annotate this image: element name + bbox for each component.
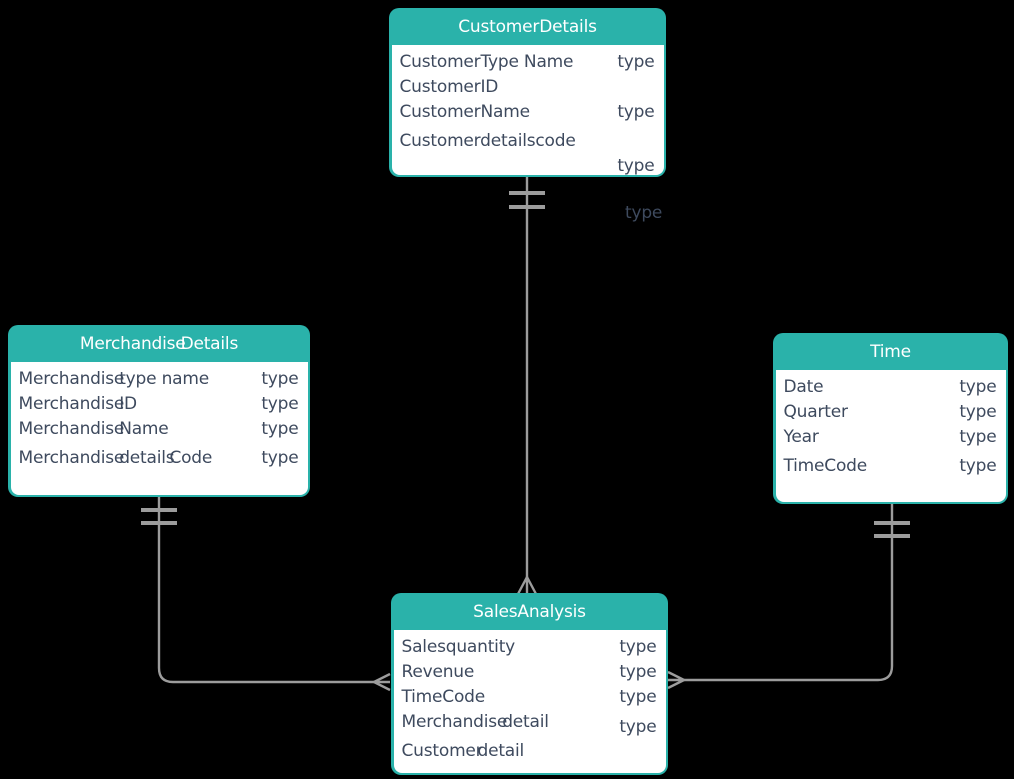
attribute-name: Merchandisedetail (401, 711, 549, 732)
one-cardinality-marker (874, 521, 910, 538)
attribute-type: type (261, 447, 299, 468)
attribute-row: Year type (784, 424, 997, 449)
attribute-type: type (619, 661, 657, 682)
attribute-name: TimeCode (783, 455, 868, 476)
attribute-name: Customerdetail (401, 740, 525, 761)
entity-title: CustomerDetails (458, 16, 597, 37)
one-cardinality-marker (141, 508, 177, 525)
attribute-name: MerchandiseID (18, 393, 138, 414)
attribute-row: Salesquantity type (402, 634, 657, 659)
attribute-type: type (261, 418, 299, 439)
attribute-row: Customerdetailscode (400, 128, 655, 153)
attribute-name: CustomerType Name (399, 51, 574, 72)
attribute-row: TimeCode type (402, 684, 657, 709)
connector-merchandisedetails-salesanalysis (141, 496, 391, 692)
attribute-name: Customerdetailscode (399, 130, 576, 151)
attribute-type: type (617, 51, 655, 72)
attribute-row: type (400, 153, 655, 175)
attribute-type: type (619, 686, 657, 707)
attribute-row: Revenue type (402, 659, 657, 684)
attribute-type: type (617, 155, 655, 175)
attribute-name: Year (783, 426, 819, 447)
attribute-row: CustomerID (400, 74, 655, 99)
attribute-type: type (959, 376, 997, 397)
relationship-line (684, 503, 894, 682)
attribute-row: Customerdetail (402, 738, 657, 763)
attribute-type: type (261, 368, 299, 389)
attribute-type: type (617, 101, 655, 122)
attribute-name: Merchandisetype name (18, 368, 210, 389)
connector-time-salesanalysis (667, 503, 910, 690)
attribute-row: Merchandisedetail type (401, 709, 657, 737)
many-cardinality-marker (667, 670, 685, 690)
attribute-type: type (619, 716, 657, 737)
relationship-label: type (625, 203, 663, 223)
attribute-type: type (261, 393, 299, 414)
many-cardinality-marker (516, 576, 538, 595)
one-cardinality-marker (509, 191, 545, 209)
attribute-row: CustomerName type (400, 99, 655, 124)
many-cardinality-marker (373, 672, 391, 692)
attribute-name: CustomerName (399, 101, 531, 122)
attribute-name: Revenue (401, 661, 475, 682)
attribute-row: CustomerType Name type (400, 49, 655, 74)
attribute-row: Quarter type (784, 399, 997, 424)
attribute-row: Merchandisetype name type (19, 366, 299, 391)
attribute-name: Quarter (783, 401, 848, 422)
attribute-name: Salesquantity (401, 636, 516, 657)
attribute-name: TimeCode (401, 686, 486, 707)
attribute-name: MerchandiseName (18, 418, 169, 439)
attribute-name: Date (783, 376, 824, 397)
attribute-name: CustomerID (399, 76, 499, 97)
attribute-type: type (959, 455, 997, 476)
connector-customerdetails-salesanalysis (509, 176, 545, 595)
attribute-type: type (959, 426, 997, 447)
attribute-type: type (959, 401, 997, 422)
attribute-row: TimeCode type (784, 453, 997, 478)
attribute-row: MerchandiseName type (19, 416, 299, 441)
attribute-type: type (619, 636, 657, 657)
attribute-row: MerchandiseID type (19, 391, 299, 416)
entity-title: SalesAnalysis (473, 601, 586, 622)
entity-title: Time (870, 341, 911, 362)
attribute-row: Date type (784, 374, 997, 399)
attribute-name: MerchandisedetailsCode (18, 447, 213, 468)
relationship-line (157, 496, 374, 684)
attribute-row: MerchandisedetailsCode type (19, 445, 299, 470)
